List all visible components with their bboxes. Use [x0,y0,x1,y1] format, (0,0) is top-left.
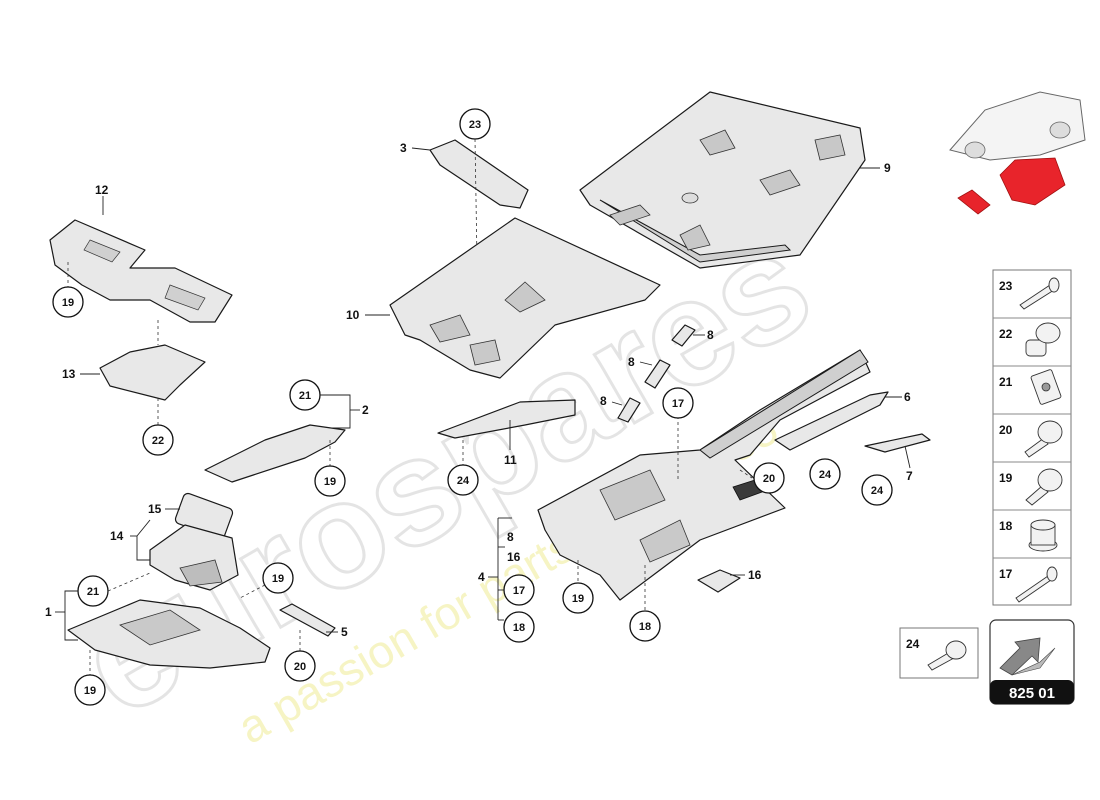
arrow-icon [999,637,1056,676]
legend-item-20: 20 [999,423,1013,437]
part-12-panel[interactable] [49,219,233,323]
label-8d: 8 [507,530,514,544]
label-4: 4 [478,570,485,584]
callout-21-a-text: 21 [299,390,311,402]
callout-20[interactable] [284,650,316,682]
callout-20-b-text: 20 [294,661,306,673]
label-15: 15 [148,502,162,516]
callout-18[interactable] [629,610,661,642]
callout-18-b-text: 18 [639,621,651,633]
label-9: 9 [884,161,891,175]
callout-22[interactable] [142,424,174,456]
rivet-icon [1019,277,1060,310]
part-16-pad[interactable] [697,569,741,593]
callout-24-b-text: 24 [819,469,832,481]
callout-17[interactable] [662,387,694,419]
flange-screw-icon [1025,468,1063,506]
callout-22-text: 22 [152,435,164,447]
legend-item-19: 19 [999,471,1013,485]
part-4-undertray[interactable] [537,349,871,601]
part-6-strip[interactable] [774,391,889,451]
callout-17-a-text: 17 [672,398,684,410]
legend-item-18: 18 [999,519,1013,533]
callout-20[interactable] [753,462,785,494]
legend-item-17: 17 [999,567,1013,581]
callout-19[interactable] [562,582,594,614]
callout-19-c-text: 19 [572,593,584,605]
callout-18-a-text: 18 [513,622,525,634]
label-3: 3 [400,141,407,155]
part-13-plate[interactable] [99,344,206,401]
legend-item-21: 21 [999,375,1013,389]
label-16a: 16 [507,550,521,564]
callout-19-e-text: 19 [272,573,284,585]
callout-19[interactable] [314,465,346,497]
part-10-panel[interactable] [389,217,661,379]
label-12: 12 [95,183,109,197]
part-9-panel[interactable] [579,91,866,269]
callout-24[interactable] [861,474,893,506]
callout-19[interactable] [262,562,294,594]
fastener-legend: 23 22 21 20 19 18 1 [992,269,1072,606]
label-6: 6 [904,390,911,404]
torx-screw-icon [1024,420,1063,458]
label-11: 11 [504,453,517,467]
label-1: 1 [45,605,52,619]
bolt-icon [927,640,967,671]
callout-20-a-text: 20 [763,473,775,485]
callout-19-a-text: 19 [62,297,74,309]
callout-24-c-text: 24 [871,485,884,497]
label-16b: 16 [748,568,762,582]
callout-19[interactable] [74,674,106,706]
legend-item-23: 23 [999,279,1013,293]
callout-19[interactable] [52,286,84,318]
label-5: 5 [341,625,348,639]
part-5-strip[interactable] [279,603,336,637]
highlighted-parts [999,157,1066,206]
legend-item-22: 22 [999,327,1013,341]
part-2-panel[interactable] [204,424,346,483]
label-7: 7 [906,469,913,483]
callout-23-text: 23 [469,119,481,131]
fastener-legend-24: 24 [899,627,979,679]
callout-24[interactable] [809,458,841,490]
callout-21-b-text: 21 [87,586,99,598]
callout-17-b-text: 17 [513,585,525,597]
part-7-strip[interactable] [864,433,931,453]
speed-nut-icon [1030,369,1062,405]
label-10: 10 [346,308,360,322]
grommet-icon [1028,519,1058,552]
label-2: 2 [362,403,369,417]
callout-19-d-text: 19 [84,685,96,697]
blind-rivet-icon [1015,566,1058,603]
legend-item-24: 24 [906,637,920,651]
callout-24[interactable] [447,464,479,496]
part-11-beam[interactable] [437,399,576,439]
label-8c: 8 [600,394,607,408]
label-14: 14 [110,529,124,543]
callout-19-b-text: 19 [324,476,336,488]
diagram-code: 825 01 [1009,685,1055,702]
part-8-clips[interactable] [617,324,696,423]
label-8a: 8 [707,328,714,342]
part-3-bracket[interactable] [429,139,529,209]
car-thumbnail [949,91,1086,215]
push-clip-icon [1025,322,1061,357]
diagram-code-box: 825 01 [989,619,1075,705]
label-13: 13 [62,367,76,381]
label-8b: 8 [628,355,635,369]
callout-24-a-text: 24 [457,475,470,487]
part-14-bracket[interactable] [149,524,239,591]
callout-18[interactable] [503,611,535,643]
part-1-undertray[interactable] [67,599,271,669]
